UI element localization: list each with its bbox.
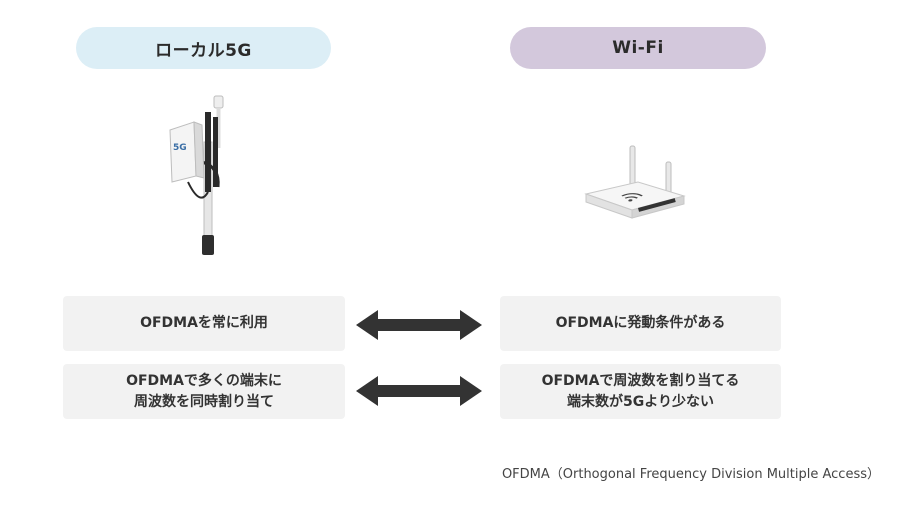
double-arrow-icon [356,310,482,340]
box-text-line: OFDMAで周波数を割り当てる [541,372,740,389]
box-text-line: OFDMAに発動条件がある [555,315,726,331]
box-text-line: OFDMAを常に利用 [140,315,268,331]
local5g-feature-simultaneous-allocation: OFDMAで多くの端末に 周波数を同時割り当て [63,364,345,419]
5g-antenna-pole-icon: 5G [160,92,240,258]
box-text-line: 周波数を同時割り当て [133,393,274,410]
double-arrow-icon [356,376,482,406]
local5g-header: ローカル5G [76,27,331,69]
wifi-feature-fewer-terminals: OFDMAで周波数を割り当てる 端末数が5Gより少ない [500,364,781,419]
wifi-feature-ofdma-condition: OFDMAに発動条件がある [500,296,781,351]
local5g-header-label: ローカル5G [155,40,252,61]
box-text-line: OFDMAで多くの端末に [126,372,282,389]
local5g-feature-ofdma-always: OFDMAを常に利用 [63,296,345,351]
ofdma-footnote: OFDMA（Orthogonal Frequency Division Mult… [501,467,880,482]
wifi-header: Wi-Fi [510,27,766,69]
wifi-header-label: Wi-Fi [612,38,664,58]
box-text-line: 端末数が5Gより少ない [567,393,714,410]
5g-panel-label: 5G [173,143,187,153]
wifi-router-icon [580,140,690,230]
